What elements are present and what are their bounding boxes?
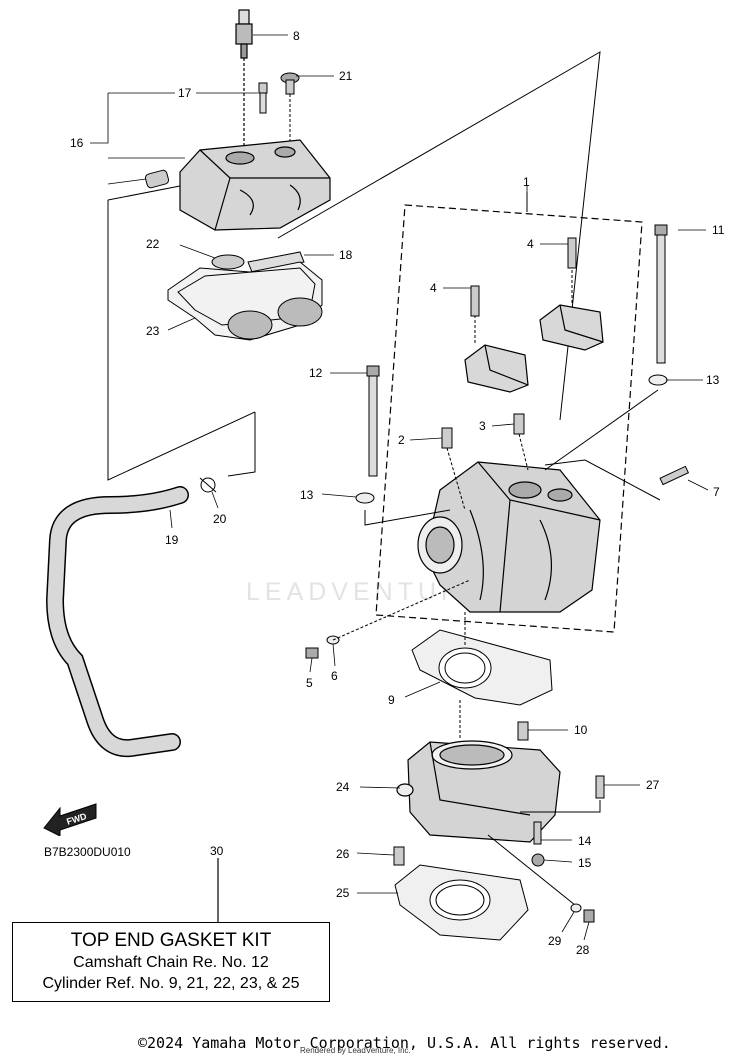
callout-15: 15: [578, 856, 592, 870]
callout-14: 14: [578, 834, 592, 848]
cover-outline-lines: [107, 200, 256, 481]
kit-line-camshaft: Camshaft Chain Re. No. 12: [73, 954, 269, 971]
rendered-by-notice: Rendered by LeadVenture, Inc.: [300, 1046, 411, 1055]
callout-5: 5: [306, 676, 313, 690]
head-bolt-12: [366, 365, 380, 477]
callout-4: 4: [527, 237, 534, 251]
spark-plug: [235, 9, 253, 150]
cylinder-head-assembly-box: [375, 204, 643, 633]
callout-24: 24: [336, 780, 350, 794]
callout-10: 10: [574, 723, 588, 737]
callout-21: 21: [339, 69, 353, 83]
dowel-pin-2: [441, 427, 453, 449]
kit-title: TOP END GASKET KIT: [70, 930, 272, 951]
callout-22: 22: [146, 237, 160, 251]
bolt-27: [595, 775, 605, 799]
callout-23: 23: [146, 324, 160, 338]
copyright-notice: ©2024 Yamaha Motor Corporation, U.S.A. A…: [138, 1034, 671, 1052]
callout-27: 27: [646, 778, 660, 792]
breather-hose: [45, 486, 189, 758]
cylinder-head: [417, 461, 601, 613]
stud-14: [533, 821, 542, 845]
washer-13-left: [355, 492, 375, 504]
washer-29: [570, 903, 582, 913]
cover-bolt-21: [280, 72, 300, 150]
callout-1: 1: [523, 175, 530, 189]
valve-cover: [179, 139, 331, 231]
callout-9: 9: [388, 693, 395, 707]
callout-16: 16: [70, 136, 84, 150]
callout-4: 4: [430, 281, 437, 295]
callout-2: 2: [398, 433, 405, 447]
callout-13: 13: [706, 373, 720, 387]
pin-7: [659, 465, 690, 486]
nut-15: [531, 853, 545, 867]
dowel-pin-26: [393, 846, 405, 866]
cover-bolt-17: [258, 82, 268, 114]
dowel-pin-3: [513, 413, 525, 435]
callout-28: 28: [576, 943, 590, 957]
bolt-28: [583, 909, 595, 923]
callout-20: 20: [213, 512, 227, 526]
washer-13-right: [648, 374, 668, 386]
kit-line-cylinder: Cylinder Ref. No. 9, 21, 22, 23, & 25: [42, 975, 300, 992]
diagram-code: B7B2300DU010: [44, 845, 131, 859]
callout-8: 8: [293, 29, 300, 43]
callout-25: 25: [336, 886, 350, 900]
dowel-pin-10: [517, 721, 529, 741]
callout-30: 30: [210, 844, 224, 858]
callout-18: 18: [339, 248, 353, 262]
cylinder-head-gasket: [411, 629, 553, 706]
plug-seal: [211, 254, 245, 270]
callout-11: 11: [712, 223, 725, 237]
callout-12: 12: [309, 366, 323, 380]
callout-3: 3: [479, 419, 486, 433]
callout-26: 26: [336, 847, 350, 861]
cylinder-base-gasket: [394, 864, 529, 941]
camshaft-cap-left: [464, 344, 529, 393]
cylinder-block: [396, 740, 561, 843]
callout-6: 6: [331, 669, 338, 683]
cover-gasket-18: [247, 251, 305, 273]
head-bolt-11: [654, 224, 668, 364]
callout-13: 13: [300, 488, 314, 502]
top-end-gasket-kit-box: TOP END GASKET KIT Camshaft Chain Re. No…: [12, 922, 330, 1002]
fwd-arrow-icon: FWD: [43, 803, 97, 836]
callout-29: 29: [548, 934, 562, 948]
callout-19: 19: [165, 533, 179, 547]
camshaft-cap-right: [539, 304, 604, 351]
callout-7: 7: [713, 485, 720, 499]
bolt-5: [305, 647, 319, 659]
callout-17: 17: [178, 86, 192, 100]
